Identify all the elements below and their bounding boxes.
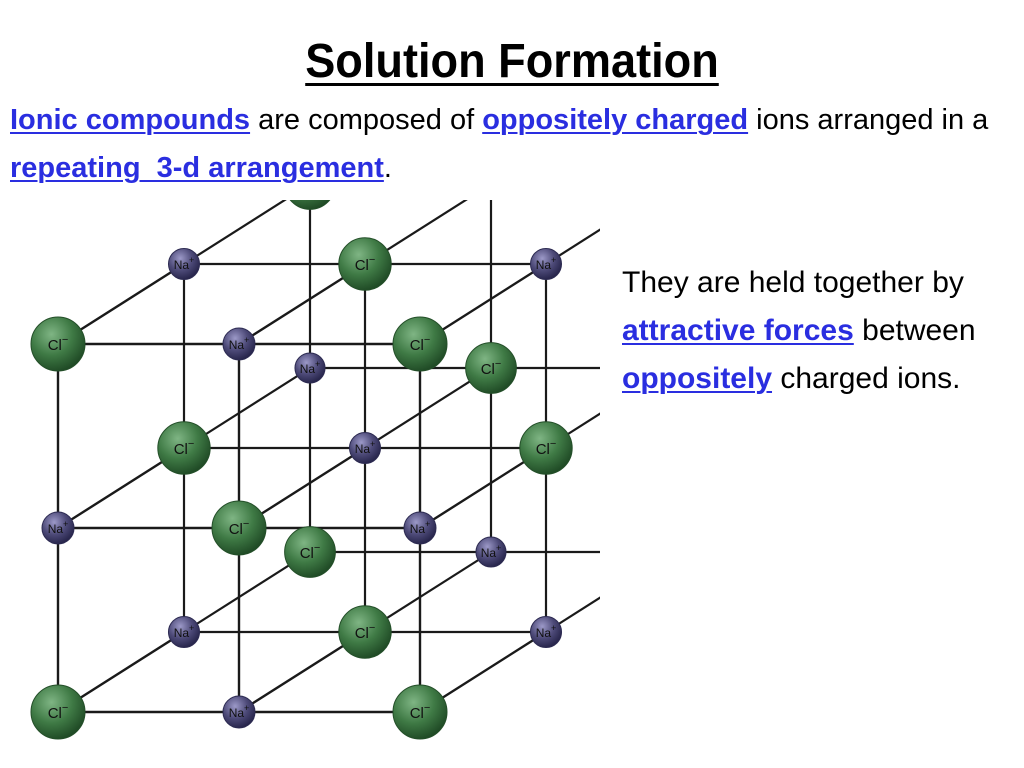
chloride-sphere bbox=[338, 605, 392, 659]
chloride-label: Cl− bbox=[355, 254, 376, 274]
sodium-sphere bbox=[475, 536, 507, 568]
chloride-sphere bbox=[30, 684, 86, 740]
slide-title: Solution Formation bbox=[305, 35, 719, 88]
chloride-sphere bbox=[465, 342, 517, 394]
chloride-label: Cl− bbox=[355, 622, 376, 642]
sodium-label: Na+ bbox=[481, 543, 502, 560]
chloride-ion: Cl− bbox=[30, 316, 86, 372]
chloride-sphere bbox=[338, 237, 392, 291]
intro-text-1: are composed of bbox=[250, 104, 483, 136]
sodium-label: Na+ bbox=[174, 255, 195, 272]
nacl-lattice-diagram: Cl− Na+ Cl− Na+ Cl− Na+ Cl− Na+ Cl− Na+ Cl− Na+ Cl− N… bbox=[30, 200, 600, 740]
sodium-label: Na+ bbox=[355, 439, 376, 456]
chloride-sphere bbox=[392, 316, 448, 372]
chloride-label: Cl− bbox=[410, 334, 431, 354]
chloride-label: Cl− bbox=[229, 518, 250, 538]
lattice-ions: Cl− Na+ Cl− Na+ Cl− Na+ Cl− Na+ Cl− Na+ Cl− Na+ Cl− N… bbox=[30, 200, 573, 740]
sodium-label: Na+ bbox=[536, 255, 557, 272]
sodium-ion: Na+ bbox=[529, 615, 563, 649]
chloride-label: Cl− bbox=[48, 334, 69, 354]
sodium-sphere bbox=[167, 615, 201, 649]
chloride-label: Cl− bbox=[48, 702, 69, 722]
sodium-sphere bbox=[222, 695, 256, 729]
sodium-sphere bbox=[222, 327, 256, 361]
chloride-ion: Cl− bbox=[289, 200, 331, 210]
sodium-ion: Na+ bbox=[348, 431, 382, 465]
sodium-label: Na+ bbox=[48, 519, 69, 536]
sodium-label: Na+ bbox=[229, 335, 250, 352]
term-oppositely-charged: oppositely charged bbox=[482, 104, 749, 136]
intro-text-2: ions arranged in a bbox=[748, 104, 989, 136]
chloride-sphere bbox=[211, 500, 267, 556]
lattice-bond bbox=[183, 200, 287, 265]
side-text-1: They are held together by bbox=[622, 266, 964, 299]
sodium-label: Na+ bbox=[410, 519, 431, 536]
chloride-label: Cl− bbox=[300, 542, 321, 562]
chloride-ion: Cl− bbox=[392, 316, 448, 372]
sodium-label: Na+ bbox=[229, 703, 250, 720]
sodium-sphere bbox=[529, 247, 563, 281]
term-ionic-compounds: Ionic compounds bbox=[10, 104, 251, 136]
chloride-sphere bbox=[519, 421, 573, 475]
chloride-ion: Cl− bbox=[392, 684, 448, 740]
lattice-bond bbox=[545, 596, 600, 633]
sodium-label: Na+ bbox=[174, 623, 195, 640]
chloride-ion: Cl− bbox=[30, 684, 86, 740]
sodium-ion: Na+ bbox=[403, 511, 437, 545]
sodium-ion: Na+ bbox=[167, 615, 201, 649]
sodium-ion: Na+ bbox=[222, 327, 256, 361]
lattice-bonds bbox=[56, 200, 600, 714]
sodium-ion: Na+ bbox=[529, 247, 563, 281]
chloride-ion: Cl− bbox=[519, 421, 573, 475]
sodium-ion: Na+ bbox=[41, 511, 75, 545]
chloride-label: Cl− bbox=[536, 438, 557, 458]
sodium-sphere bbox=[529, 615, 563, 649]
chloride-label: Cl− bbox=[481, 358, 502, 378]
sodium-sphere bbox=[167, 247, 201, 281]
chloride-ion: Cl− bbox=[338, 237, 392, 291]
side-text-2: between bbox=[853, 314, 976, 347]
chloride-ion: Cl− bbox=[338, 605, 392, 659]
term-repeating-3d-arrangement: repeating 3-d arrangement bbox=[10, 152, 384, 184]
lattice-bond bbox=[545, 228, 600, 265]
sodium-sphere bbox=[41, 511, 75, 545]
intro-paragraph: Ionic compounds are composed of opposite… bbox=[10, 96, 1014, 192]
chloride-ion: Cl− bbox=[284, 526, 336, 578]
intro-text-3: . bbox=[383, 152, 392, 184]
sodium-sphere bbox=[348, 431, 382, 465]
sodium-ion: Na+ bbox=[167, 247, 201, 281]
chloride-sphere bbox=[289, 200, 331, 210]
sodium-label: Na+ bbox=[300, 359, 321, 376]
chloride-ion: Cl− bbox=[211, 500, 267, 556]
sodium-ion: Na+ bbox=[222, 695, 256, 729]
term-attractive-forces: attractive forces bbox=[622, 314, 854, 347]
side-paragraph: They are held together by attractive for… bbox=[622, 259, 1012, 403]
chloride-sphere bbox=[284, 526, 336, 578]
sodium-sphere bbox=[403, 511, 437, 545]
term-oppositely: oppositely bbox=[622, 362, 773, 395]
sodium-label: Na+ bbox=[536, 623, 557, 640]
chloride-ion: Cl− bbox=[157, 421, 211, 475]
chloride-sphere bbox=[392, 684, 448, 740]
chloride-sphere bbox=[30, 316, 86, 372]
sodium-ion: Na+ bbox=[294, 352, 326, 384]
side-text-3: charged ions. bbox=[772, 362, 961, 395]
sodium-sphere bbox=[294, 352, 326, 384]
sodium-ion: Na+ bbox=[475, 536, 507, 568]
chloride-label: Cl− bbox=[174, 438, 195, 458]
chloride-label: Cl− bbox=[410, 702, 431, 722]
chloride-sphere bbox=[157, 421, 211, 475]
chloride-ion: Cl− bbox=[465, 342, 517, 394]
